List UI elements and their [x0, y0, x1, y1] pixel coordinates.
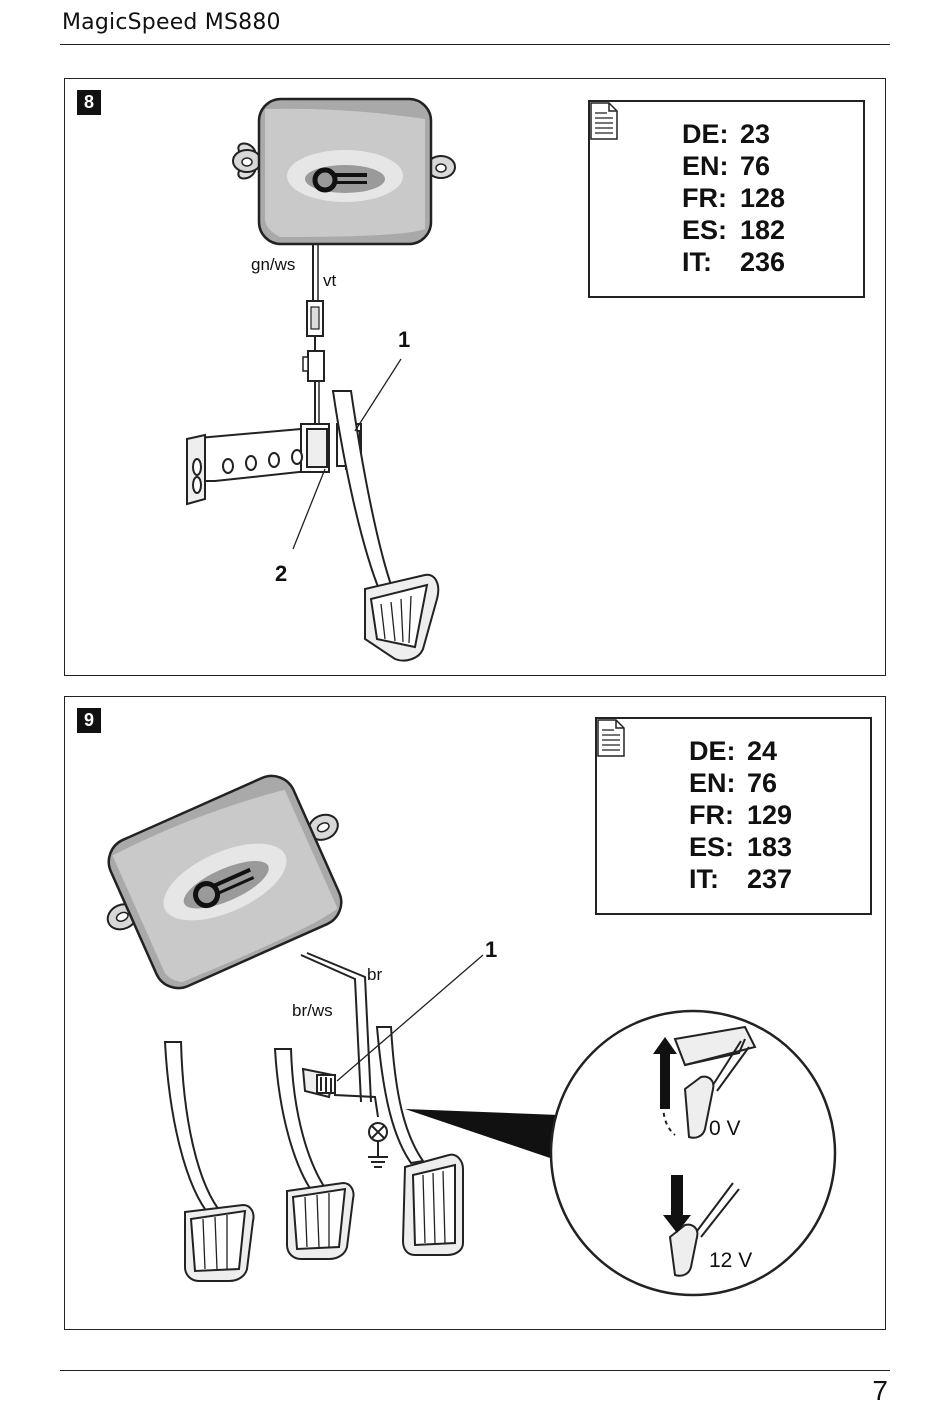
wire-label-vt: vt [323, 271, 337, 290]
page-reference-item: ES:183 [689, 832, 793, 862]
page-reference-item: DE:24 [689, 736, 778, 766]
footer-rule [60, 1370, 890, 1371]
cruise-control-module [232, 97, 456, 246]
figure-8-illustration [186, 97, 456, 662]
callout-1-leader [336, 954, 484, 1082]
detail-pointer [405, 1109, 559, 1159]
wire-label-gn-ws: gn/ws [251, 255, 296, 274]
document-icon [597, 719, 625, 757]
page-reference-box: DE:23 EN:76 FR:128 ES:182 IT:236 [588, 100, 865, 298]
wire-harness [302, 244, 325, 424]
clutch-pedal [163, 1041, 255, 1282]
cruise-control-module [106, 774, 343, 990]
brake-pedal [273, 1048, 355, 1260]
wire-label-br-ws: br/ws [292, 1001, 333, 1020]
page-reference-item: IT:237 [689, 864, 793, 894]
page-reference-item: ES:182 [682, 215, 786, 245]
callout-2: 2 [275, 561, 288, 586]
figure-9-illustration [106, 774, 837, 1297]
page-reference-item: IT:236 [682, 247, 786, 277]
figure-9-panel: 9 br br/ws 1 0 V 12 V DE:24 EN:76 FR:129… [64, 696, 886, 1330]
callout-1-leader [354, 358, 402, 432]
page-number: 7 [872, 1375, 888, 1406]
callout-2-leader [292, 468, 326, 550]
page-reference-item: EN:76 [682, 151, 771, 181]
figure-8-panel: 8 gn/ws vt 1 2 DE:23 EN:76 FR:128 ES:182… [64, 78, 886, 676]
page-reference-box: DE:24 EN:76 FR:129 ES:183 IT:237 [595, 717, 872, 915]
document-title: MagicSpeed MS880 [62, 10, 281, 35]
accelerator-pedal [375, 1026, 464, 1256]
page-reference-list: DE:24 EN:76 FR:129 ES:183 IT:237 [689, 735, 792, 895]
wire-harness [300, 952, 388, 1168]
callout-1: 1 [398, 327, 411, 352]
page-reference-item: FR:128 [682, 183, 786, 213]
wire-label-br: br [367, 965, 383, 984]
callout-1: 1 [485, 937, 498, 962]
voltage-label-released: 0 V [709, 1117, 741, 1140]
voltage-label-pressed: 12 V [709, 1249, 753, 1272]
document-icon [590, 102, 618, 140]
brake-light-switch [301, 1067, 336, 1099]
figure-number-badge: 8 [77, 90, 101, 115]
page-reference-list: DE:23 EN:76 FR:128 ES:182 IT:236 [682, 118, 785, 278]
detail-magnifier [549, 1009, 837, 1297]
page-reference-item: FR:129 [689, 800, 793, 830]
header-rule [60, 44, 890, 45]
page-reference-item: DE:23 [682, 119, 771, 149]
brake-pedal [331, 390, 440, 662]
page-reference-item: EN:76 [689, 768, 778, 798]
figure-number-badge: 9 [77, 708, 101, 733]
mounting-bracket [186, 423, 330, 506]
